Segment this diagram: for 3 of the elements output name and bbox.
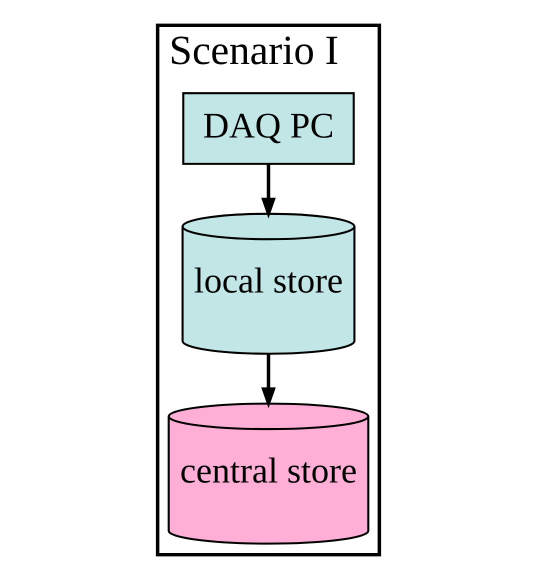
node-box: DAQ PC (182, 92, 354, 165)
arrow (260, 354, 276, 408)
arrow (260, 164, 276, 219)
